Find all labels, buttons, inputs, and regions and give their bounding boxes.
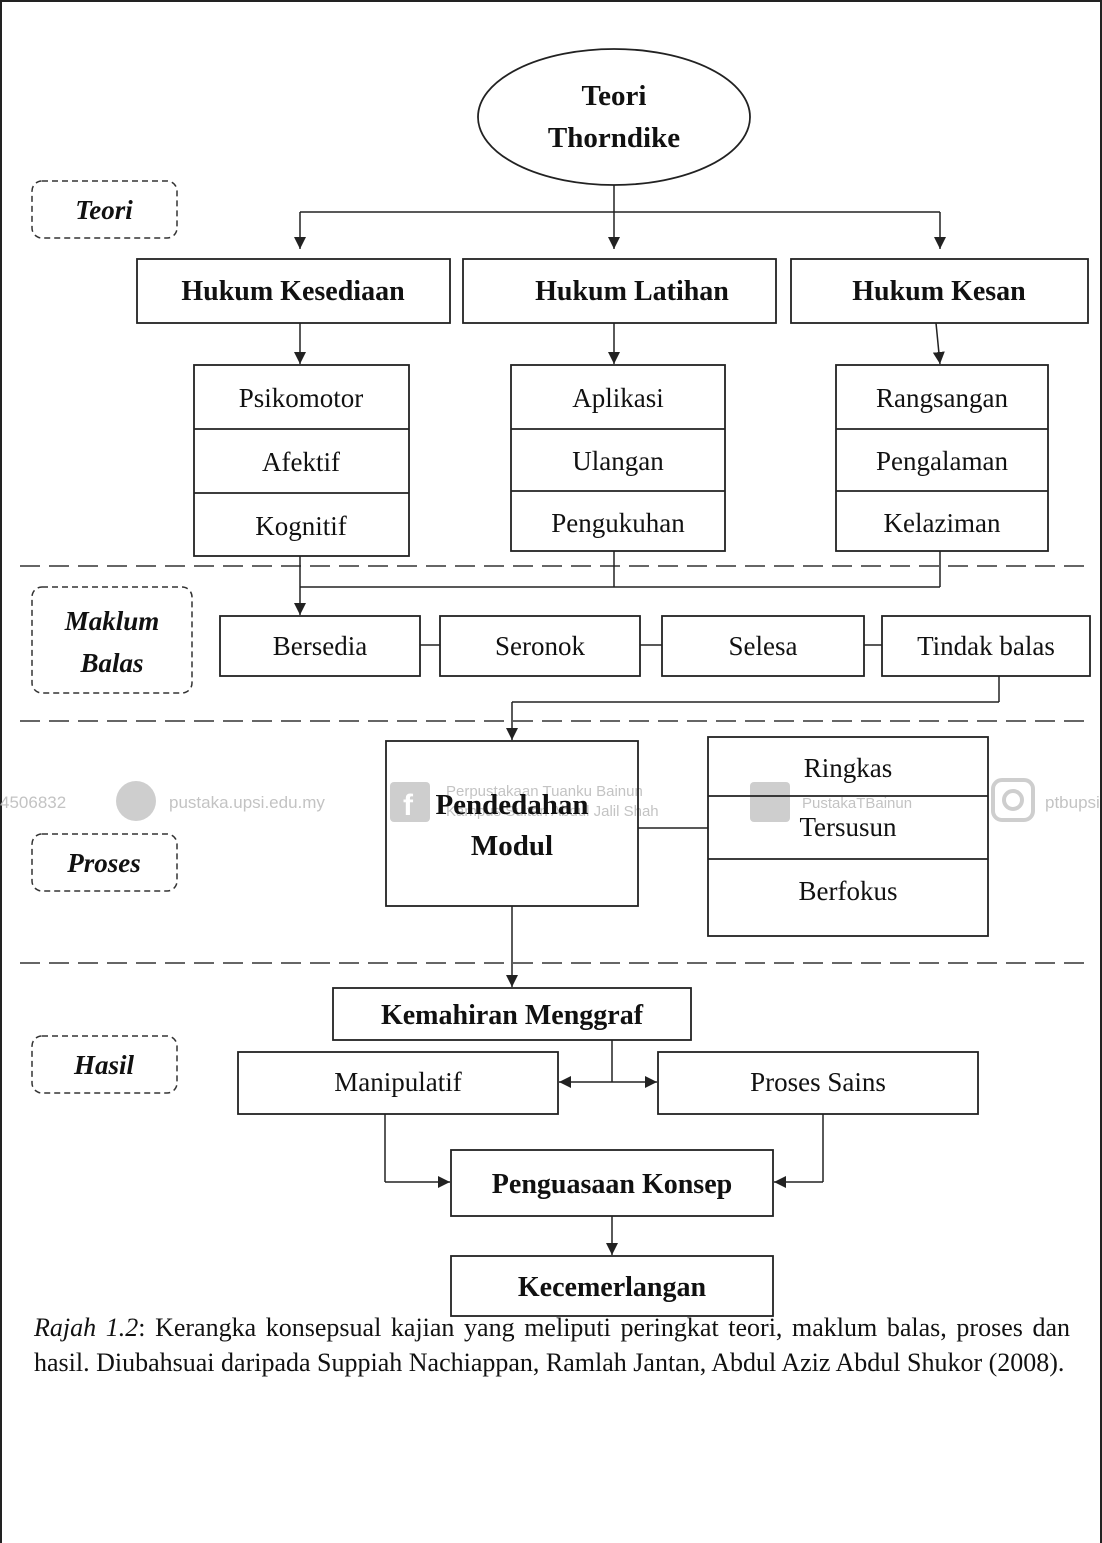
theory-ellipse [477,48,751,186]
item-ulangan: Ulangan [572,446,664,476]
watermark-site: pustaka.upsi.edu.my [169,793,325,812]
law-box-kesan [790,258,1089,324]
module-line2: Modul [471,830,553,862]
item-pengalaman: Pengalaman [876,446,1008,476]
subskill-box-proses-sains [657,1051,979,1115]
item-aplikasi: Aplikasi [572,383,664,413]
facebook-icon [390,782,430,822]
mastery-label: Penguasaan Konsep [492,1169,732,1200]
feedback-bersedia: Bersedia [273,631,367,661]
module-box [385,740,639,907]
feedback-box-tindak-balas [881,615,1091,677]
twitter-icon [750,782,790,822]
law-box-latihan [462,258,777,324]
globe-icon [116,781,156,821]
instagram-icon [991,778,1035,822]
item-psikomotor: Psikomotor [239,383,364,413]
trait-berfokus: Berfokus [799,876,898,906]
item-kognitif: Kognitif [255,511,347,541]
item-afektif: Afektif [262,447,340,477]
feedback-box-selesa [661,615,865,677]
item-pengukuhan: Pengukuhan [551,508,685,538]
stage-separators [20,565,1092,964]
stage-box-teori [31,180,178,239]
feedback-box-seronok [439,615,641,677]
mastery-box [450,1149,774,1217]
watermark: 4506832 pustaka.upsi.edu.my f Perpustaka… [0,778,1100,822]
feedback-tindak-balas: Tindak balas [917,631,1055,661]
stage-box-hasil [31,1035,178,1094]
trait-tersusun: Tersusun [799,812,897,842]
svg-text:f: f [403,789,414,822]
law-label-kesan: Hukum Kesan [852,276,1026,307]
items-group-kesediaan [193,364,410,557]
feedback-seronok: Seronok [495,631,585,661]
items-group-kesan [835,364,1049,552]
stage-label-maklum: Maklum [64,606,160,636]
law-label-kesediaan: Hukum Kesediaan [181,276,405,307]
subskill-proses-sains: Proses Sains [750,1067,886,1097]
watermark-lib2: Kampus Sultan Abdul Jalil Shah [446,803,659,820]
caption-text: : Kerangka konsepsual kajian yang melipu… [34,1313,1071,1377]
stage-label-hasil: Hasil [73,1050,135,1080]
skill-box [332,987,692,1041]
item-rangsangan: Rangsangan [876,383,1008,413]
feedback-box-bersedia [219,615,421,677]
connectors [294,183,1000,1255]
watermark-insta: ptbupsi [1045,793,1100,812]
module-line1: Pendedahan [435,789,588,821]
stage-label-teori: Teori [75,195,133,225]
stage-label-balas: Balas [79,648,143,678]
stage-box-maklum-balas [31,586,193,694]
watermark-number: 4506832 [0,793,66,812]
excellence-label: Kecemerlangan [518,1272,707,1303]
trait-ringkas: Ringkas [804,753,893,783]
skill-label: Kemahiran Menggraf [381,1000,644,1031]
subskill-manipulatif: Manipulatif [334,1067,461,1097]
excellence-box [450,1255,774,1317]
theory-title-line1: Teori [582,80,647,112]
items-group-latihan [510,364,726,552]
theory-title-line2: Thorndike [548,122,680,154]
subskill-box-manipulatif [237,1051,559,1115]
stage-box-proses [31,833,178,892]
caption-label: Rajah 1.2 [34,1313,139,1342]
feedback-selesa: Selesa [729,631,798,661]
watermark-twitter: PustakaTBainun [802,795,912,812]
figure-caption: Rajah 1.2: Kerangka konsepsual kajian ya… [34,1310,1070,1380]
item-kelaziman: Kelaziman [884,508,1001,538]
watermark-lib1: Perpustakaan Tuanku Bainun [446,783,643,800]
law-label-latihan: Hukum Latihan [535,276,729,307]
law-box-kesediaan [136,258,451,324]
traits-group [707,736,989,937]
stage-label-proses: Proses [66,848,141,878]
